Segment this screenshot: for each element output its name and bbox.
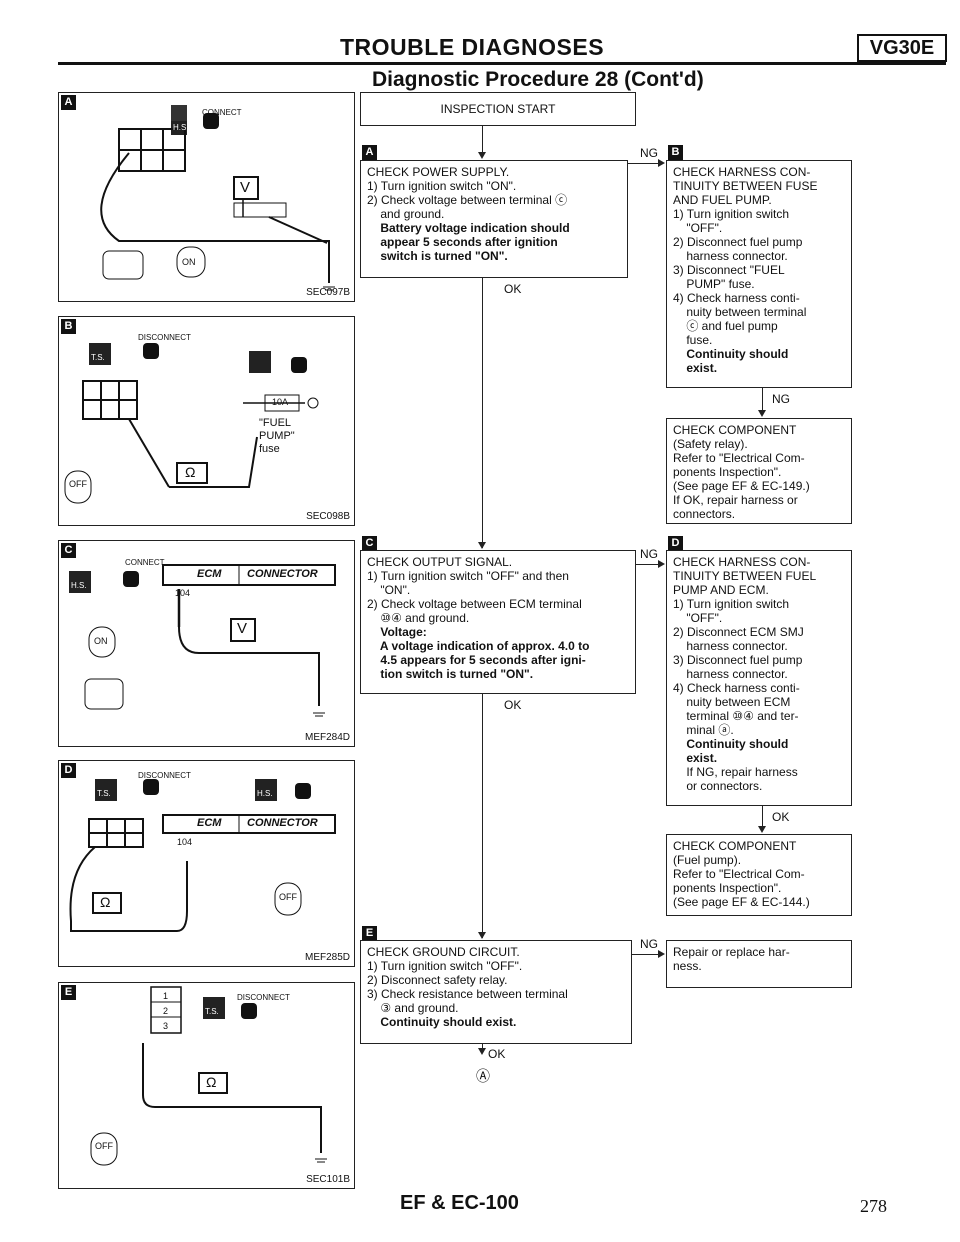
step-c-ng-line bbox=[636, 564, 660, 565]
panel-a: A CONNECT H.S. V ON SEC097B bbox=[58, 92, 355, 302]
panel-b-disconnect: DISCONNECT bbox=[138, 333, 191, 342]
panel-a-ref: SEC097B bbox=[306, 287, 350, 298]
panel-d: D DISCONNECT T.S. H.S. ECM CONNECTOR 104… bbox=[58, 760, 355, 967]
step-c-ok: OK bbox=[504, 698, 522, 712]
step-d-line bbox=[762, 806, 763, 830]
panel-e-ign: OFF bbox=[95, 1141, 113, 1151]
panel-d-meter: Ω bbox=[100, 894, 111, 910]
panel-d-disconnect: DISCONNECT bbox=[138, 771, 191, 780]
panel-d-ref: MEF285D bbox=[304, 952, 350, 963]
arrow-down bbox=[478, 542, 486, 549]
title-rule bbox=[58, 62, 946, 65]
panel-d-ecm: ECM bbox=[197, 817, 222, 829]
panel-c-ecm: ECM bbox=[197, 568, 222, 580]
check-pump-box: CHECK COMPONENT (Fuel pump). Refer to "E… bbox=[666, 834, 852, 916]
arrow-down bbox=[478, 152, 486, 159]
panel-d-connector: CONNECTOR bbox=[247, 817, 318, 829]
step-e-ng-line bbox=[632, 954, 660, 955]
step-b-line bbox=[762, 388, 763, 414]
panel-c-hs: H.S. bbox=[71, 581, 87, 590]
inspection-start-box: INSPECTION START bbox=[360, 92, 636, 126]
arrow-right bbox=[658, 950, 665, 958]
panel-e-disconnect: DISCONNECT bbox=[237, 993, 290, 1002]
step-d-box: CHECK HARNESS CON- TINUITY BETWEEN FUEL … bbox=[666, 550, 852, 806]
step-a-ng-line bbox=[628, 163, 660, 164]
panel-e-ts: T.S. bbox=[205, 1007, 219, 1016]
panel-b-ts: T.S. bbox=[91, 353, 105, 362]
panel-a-tag: A bbox=[61, 95, 76, 110]
arrow-right bbox=[658, 159, 665, 167]
panel-a-connect: CONNECT bbox=[202, 108, 242, 117]
panel-c-connect: CONNECT bbox=[125, 558, 165, 567]
panel-b-tag: B bbox=[61, 319, 76, 334]
panel-e-tag: E bbox=[61, 985, 76, 1000]
panel-a-ign: ON bbox=[182, 257, 196, 267]
continue-marker: Ⓐ bbox=[476, 1068, 490, 1084]
step-a-ok: OK bbox=[504, 282, 522, 296]
step-d-ok: OK bbox=[772, 810, 790, 824]
panel-d-hs: H.S. bbox=[257, 789, 273, 798]
panel-a-meter: V bbox=[240, 179, 251, 196]
step-a-tag: A bbox=[362, 145, 377, 160]
step-b-tag: B bbox=[668, 145, 683, 160]
step-d-tag: D bbox=[668, 536, 683, 551]
panel-e-ref: SEC101B bbox=[306, 1174, 350, 1185]
panel-b-meter: Ω bbox=[185, 464, 196, 480]
step-a-ng: NG bbox=[640, 146, 658, 160]
panel-b-diagram bbox=[64, 343, 319, 504]
page-subtitle: Diagnostic Procedure 28 (Cont'd) bbox=[372, 68, 704, 91]
panel-e-meter: Ω bbox=[206, 1074, 217, 1090]
section-footer: EF & EC-100 bbox=[400, 1192, 519, 1214]
panel-b-ign: OFF bbox=[69, 479, 87, 489]
panel-b-ref: SEC098B bbox=[306, 511, 350, 522]
step-a-box: CHECK POWER SUPPLY. 1) Turn ignition swi… bbox=[360, 160, 628, 278]
step-e-ng: NG bbox=[640, 937, 658, 951]
model-badge: VG30E bbox=[857, 34, 947, 62]
step-c-ng: NG bbox=[640, 547, 658, 561]
panel-d-pin: 104 bbox=[177, 837, 193, 847]
panel-c-ign: ON bbox=[94, 636, 108, 646]
arrow-down bbox=[478, 932, 486, 939]
panel-d-diagram bbox=[69, 779, 336, 932]
page-title: TROUBLE DIAGNOSES bbox=[340, 34, 605, 60]
page-number: 278 bbox=[860, 1196, 887, 1216]
panel-c: C CONNECT H.S. ECM CONNECTOR 104 V ON ME… bbox=[58, 540, 355, 747]
panel-d-tag: D bbox=[61, 763, 76, 778]
panel-c-connector: CONNECTOR bbox=[247, 568, 318, 580]
step-e-tag: E bbox=[362, 926, 377, 941]
panel-e-diagram bbox=[90, 986, 327, 1166]
panel-b-fuse-amp: 10A bbox=[272, 397, 289, 407]
step-c-box: CHECK OUTPUT SIGNAL. 1) Turn ignition sw… bbox=[360, 550, 636, 694]
arrow-down bbox=[758, 410, 766, 417]
main-line-ac bbox=[482, 278, 483, 548]
panel-c-meter: V bbox=[237, 620, 248, 637]
panel-c-tag: C bbox=[61, 543, 76, 558]
check-relay-box: CHECK COMPONENT (Safety relay). Refer to… bbox=[666, 418, 852, 524]
panel-d-ts: T.S. bbox=[97, 789, 111, 798]
arrow-down bbox=[758, 826, 766, 833]
main-line-ce bbox=[482, 694, 483, 938]
panel-d-ign: OFF bbox=[279, 892, 297, 902]
panel-c-diagram bbox=[69, 564, 336, 717]
step-b-box: CHECK HARNESS CON- TINUITY BETWEEN FUSE … bbox=[666, 160, 852, 388]
panel-a-diagram bbox=[100, 105, 335, 291]
panel-c-pin: 104 bbox=[175, 588, 191, 598]
panel-a-hs: H.S. bbox=[173, 123, 189, 132]
connector-line bbox=[482, 126, 483, 156]
panel-c-ref: MEF284D bbox=[304, 732, 350, 743]
repair-box: Repair or replace har- ness. bbox=[666, 940, 852, 988]
arrow-right bbox=[658, 560, 665, 568]
step-e-ok: OK bbox=[488, 1047, 506, 1061]
arrow-down bbox=[478, 1048, 486, 1055]
step-b-ng: NG bbox=[772, 392, 790, 406]
step-e-box: CHECK GROUND CIRCUIT. 1) Turn ignition s… bbox=[360, 940, 632, 1044]
step-c-tag: C bbox=[362, 536, 377, 551]
